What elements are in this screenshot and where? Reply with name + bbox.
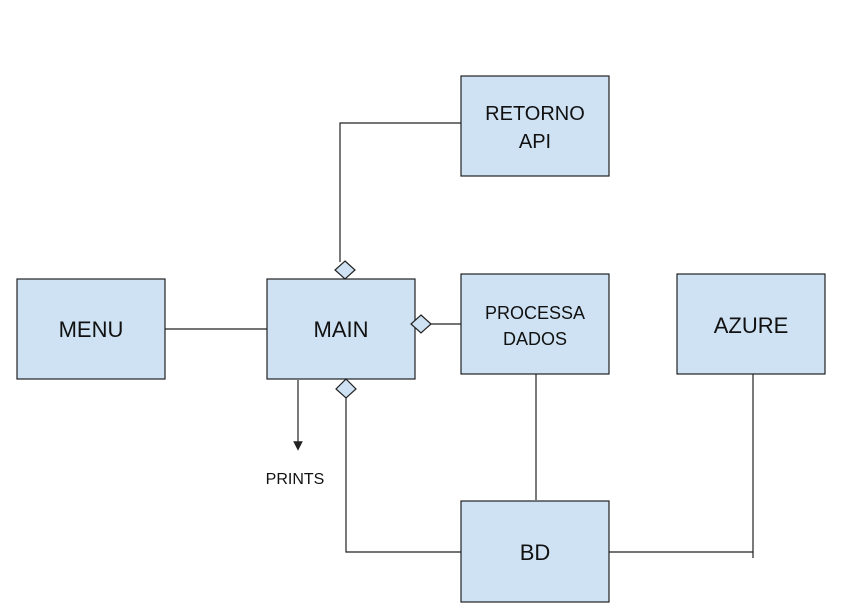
diamond-main-bottom — [335, 378, 357, 399]
box-azure: AZURE — [676, 273, 826, 375]
box-retorno-api-label-line2: API — [519, 131, 551, 153]
box-menu-shape — [16, 278, 166, 380]
box-main-shape — [266, 278, 416, 380]
box-processa-dados: PROCESSA DADOS — [460, 273, 610, 375]
box-processa-dados-label-line2: DADOS — [503, 329, 567, 349]
connector-bd-main — [345, 398, 461, 553]
box-menu: MENU — [16, 278, 166, 380]
box-retorno-api-label-line1: RETORNO — [485, 103, 585, 125]
box-retorno-api-shape — [460, 75, 610, 177]
connector-bd-azure — [609, 374, 754, 553]
diamond-main-right — [410, 314, 432, 334]
box-retorno-api: RETORNO API — [460, 75, 610, 177]
box-processa-dados-shape — [460, 273, 610, 375]
box-main-label: MAIN — [314, 317, 369, 342]
connector-retorno-api-main — [339, 122, 461, 262]
box-main: MAIN — [266, 278, 416, 380]
box-processa-dados-label-line1: PROCESSA — [485, 303, 585, 323]
box-bd-label: BD — [520, 540, 551, 565]
box-bd-shape — [460, 500, 610, 603]
diamond-main-top — [334, 260, 356, 280]
box-azure-label: AZURE — [714, 313, 789, 338]
box-menu-label: MENU — [59, 317, 124, 342]
box-bd: BD — [460, 500, 610, 603]
box-azure-shape — [676, 273, 826, 375]
prints-label: PRINTS — [266, 471, 325, 488]
